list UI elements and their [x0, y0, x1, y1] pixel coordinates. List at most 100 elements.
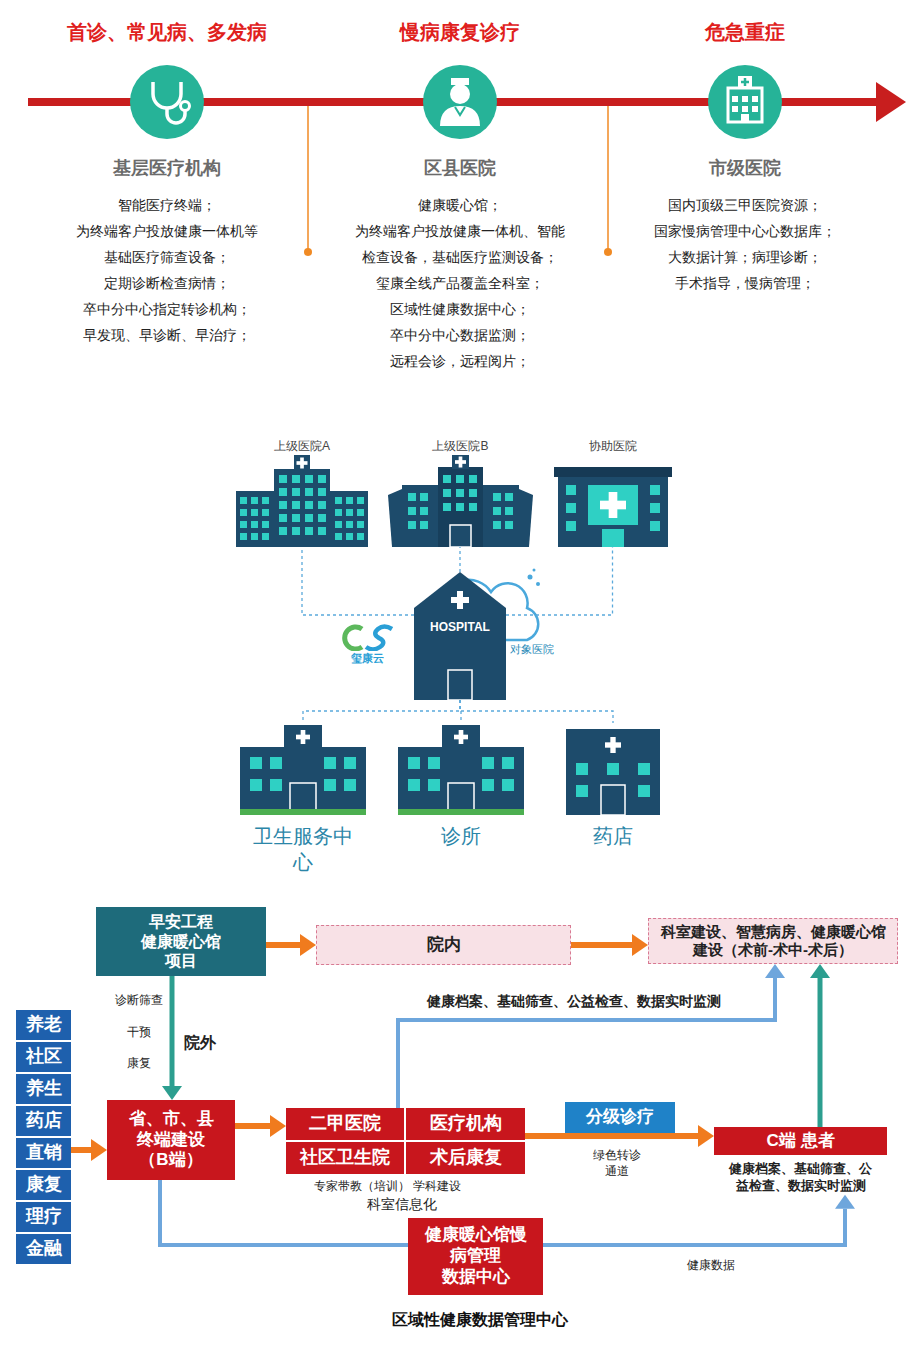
- icon: [728, 76, 762, 122]
- building-part: [452, 455, 469, 469]
- connector: [460, 700, 461, 723]
- window: [638, 785, 650, 797]
- box-text: 社区: [26, 1046, 62, 1068]
- list-item: 玺康全线产品覆盖全科室；: [352, 270, 568, 296]
- window: [251, 509, 258, 516]
- window: [576, 785, 588, 797]
- note-label: 康复: [125, 1055, 153, 1072]
- window: [408, 493, 416, 501]
- window: [240, 497, 247, 504]
- connector-line: [302, 547, 414, 615]
- note-label: 干预: [125, 1024, 153, 1041]
- window: [292, 501, 300, 509]
- window: [408, 779, 420, 791]
- window: [505, 521, 513, 529]
- cross-symbol: [300, 458, 304, 469]
- building-icon: [398, 723, 524, 815]
- window: [262, 497, 269, 504]
- box-text: 理疗: [26, 1206, 62, 1228]
- list-item: 远程会诊，远程阅片；: [352, 348, 568, 374]
- facility-building: 卫生服务中心: [240, 723, 366, 875]
- cloud-dot: [536, 582, 540, 586]
- window: [357, 521, 364, 528]
- hospital-symbol: [752, 96, 758, 102]
- caption: 区域性健康数据管理中心: [300, 1310, 660, 1331]
- window: [505, 493, 513, 501]
- window: [305, 527, 313, 535]
- cloud-dot: [528, 575, 533, 580]
- building-part: [438, 467, 483, 547]
- stethoscope-symbol: [153, 82, 181, 108]
- note-label: 玺康云: [349, 651, 386, 666]
- door: [602, 529, 624, 547]
- window: [428, 779, 440, 791]
- window: [428, 757, 440, 769]
- process-box: 省、市、县 终端建设 （B端）: [107, 1100, 235, 1180]
- arrowhead: [632, 934, 648, 956]
- building-part: [442, 725, 480, 749]
- window: [318, 475, 326, 483]
- hospital-symbol: [741, 114, 749, 122]
- process-box: 二甲医院: [286, 1108, 404, 1140]
- box-text: 养老: [26, 1014, 62, 1036]
- window: [240, 533, 247, 540]
- arrowhead: [270, 1115, 286, 1137]
- window: [566, 521, 576, 531]
- process-box: 理疗: [16, 1202, 71, 1232]
- building-part: [558, 475, 668, 547]
- list-item: 卒中分中心数据监测；: [352, 322, 568, 348]
- door: [290, 783, 316, 811]
- item-list: 健康暖心馆；为终端客户投放健康一体机、智能 检查设备，基础医疗监测设备；玺康全线…: [352, 192, 568, 374]
- window: [456, 503, 464, 511]
- window: [357, 533, 364, 540]
- divider-dot: [304, 248, 312, 256]
- icon-badge: [330, 64, 590, 140]
- column-title: 区县医院: [330, 156, 590, 180]
- building-part: [236, 491, 274, 547]
- list-item: 国家慢病管理中心心数据库；: [637, 218, 853, 244]
- window: [318, 501, 326, 509]
- hospital-symbol: [742, 96, 748, 102]
- window: [482, 779, 494, 791]
- divider-line: [607, 106, 609, 250]
- window: [456, 475, 464, 483]
- list-item: 定期诊断检查病情；: [59, 270, 275, 296]
- doctor-symbol: [451, 78, 469, 85]
- window: [420, 493, 428, 501]
- process-box: 社区: [16, 1042, 71, 1072]
- building-icon: [566, 723, 660, 815]
- window: [408, 521, 416, 529]
- building-icon: [414, 572, 506, 700]
- building-part: [284, 725, 322, 749]
- window: [292, 488, 300, 496]
- hospital-building: 上级医院B: [388, 437, 533, 547]
- building-part: [398, 747, 524, 811]
- connector: [506, 547, 613, 615]
- box-text: 健康暖心馆慢 病管理 数据中心: [424, 1225, 528, 1287]
- patient-note: 健康档案、基础筛查、公益检查、数据实时监测: [725, 1161, 877, 1195]
- list-item: 卒中分中心指定转诊机构；: [59, 296, 275, 322]
- list-item: 大数据计算；病理诊断；: [637, 244, 853, 270]
- window: [344, 779, 356, 791]
- window: [638, 763, 650, 775]
- cross-symbol: [459, 730, 464, 744]
- connector-line: [460, 700, 461, 723]
- box-text: 分级诊疗: [586, 1107, 654, 1128]
- connector-line: [506, 547, 613, 615]
- box-text: 直销: [26, 1142, 62, 1164]
- hospital-symbol: [738, 76, 752, 88]
- icon-circle: [130, 65, 204, 139]
- process-box: 社区卫生院: [286, 1142, 404, 1174]
- ground-strip: [398, 809, 524, 815]
- window: [335, 497, 342, 504]
- building-icon: [414, 568, 506, 700]
- window: [305, 475, 313, 483]
- note-label: 诊断筛查: [113, 992, 165, 1009]
- window: [305, 514, 313, 522]
- patient-title: C端 患者: [714, 1127, 887, 1155]
- list-item: 健康暖心馆；: [352, 192, 568, 218]
- process-box: 养老: [16, 1010, 71, 1040]
- building-name: HOSPITAL: [414, 620, 506, 634]
- window: [357, 497, 364, 504]
- window: [292, 514, 300, 522]
